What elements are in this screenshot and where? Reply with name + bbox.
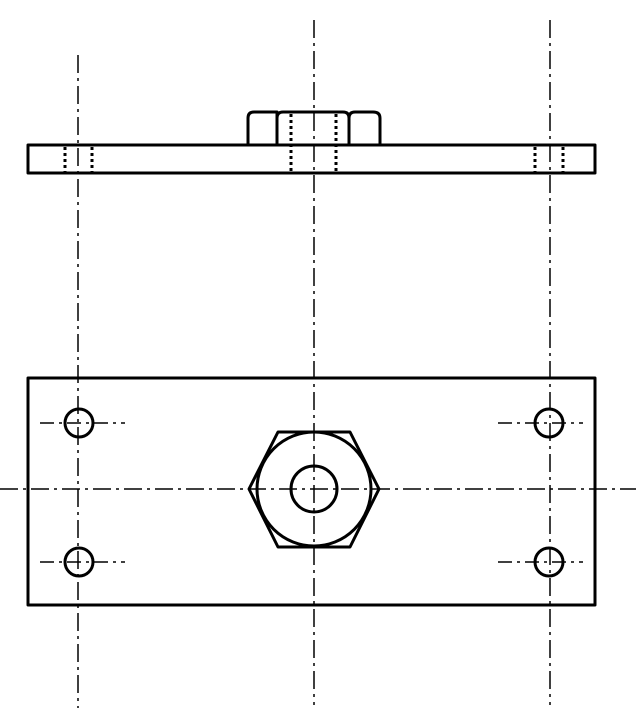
top-view xyxy=(26,110,597,175)
mounting-hole-bottom-left xyxy=(63,546,95,578)
mounting-hole-top-left xyxy=(63,407,95,439)
top-view-nut-center-lobe xyxy=(275,110,351,147)
front-view xyxy=(26,376,597,607)
top-view-plate-outline xyxy=(26,143,597,175)
front-view-plate-outline xyxy=(26,376,597,607)
top-view-nut-left-lobe xyxy=(246,110,279,147)
centerlines xyxy=(0,20,636,708)
top-view-nut-right-lobe xyxy=(347,110,382,147)
